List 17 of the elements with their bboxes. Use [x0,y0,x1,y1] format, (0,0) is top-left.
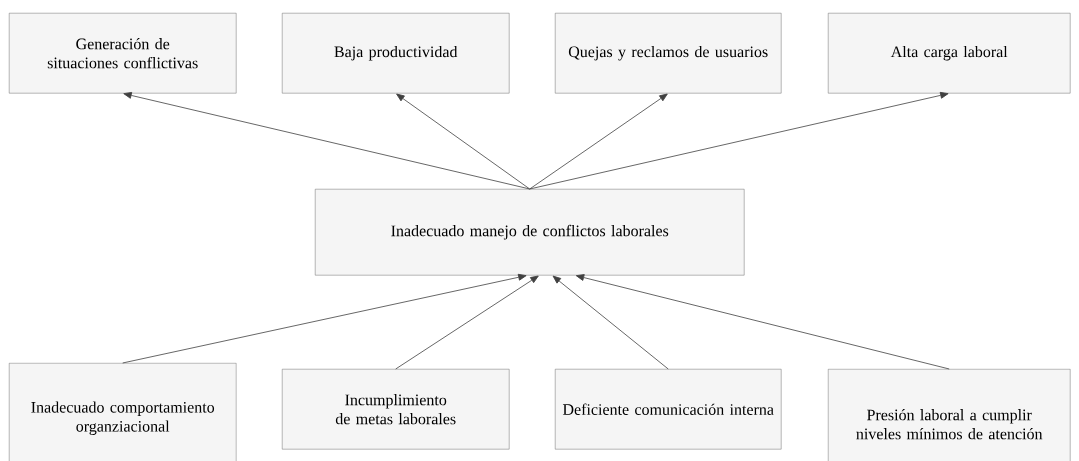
box: Inadecuado comportamiento organziacional [9,363,237,461]
box: Deficiente comunicación interna [555,369,782,450]
arrow [529,91,949,190]
arrow [575,274,950,370]
box: Quejas y reclamos de usuarios [555,13,782,94]
box: Generación de situaciones conflictivas [9,13,237,94]
box: Incumplimiento de metas laborales [282,369,510,450]
box: Inadecuado manejo de conflictos laborales [315,189,745,276]
box: Presión laboral a cumplir niveles mínimos de atención [828,369,1071,461]
box: Baja productividad [282,13,510,94]
arrow [396,93,531,190]
arrow [122,273,527,364]
arrow [395,275,539,370]
arrow [552,275,669,370]
box: Alta carga laboral [828,13,1071,94]
arrow [529,93,668,190]
arrow [123,92,531,190]
